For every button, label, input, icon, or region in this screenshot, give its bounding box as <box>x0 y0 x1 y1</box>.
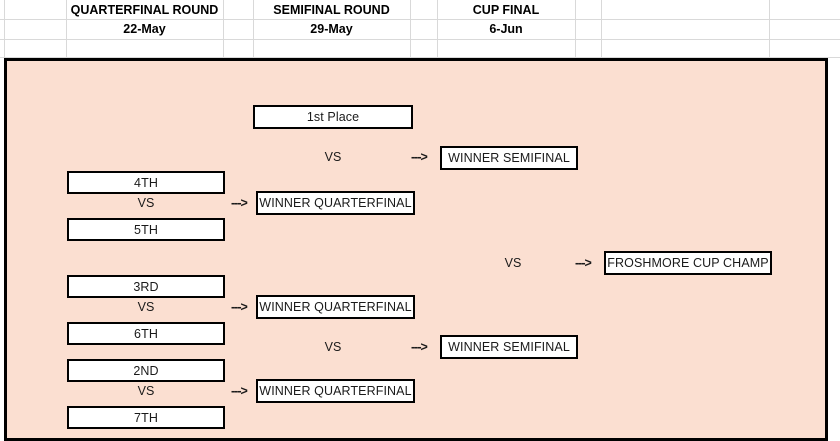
arrow-icon-semifinal-2: ---> <box>411 340 428 354</box>
gridline-vertical <box>437 0 438 58</box>
vs-label-quarterfinal-3: VS <box>137 384 155 398</box>
header-title-cup-final: CUP FINAL <box>472 3 540 17</box>
seed-box-qf2-bottom[interactable]: 6TH <box>67 322 225 345</box>
arrow-icon-quarterfinal-1: ---> <box>231 196 248 210</box>
vs-label-quarterfinal-2: VS <box>137 300 155 314</box>
seed-box-qf3-top[interactable]: 2ND <box>67 359 225 382</box>
arrow-icon-quarterfinal-3: ---> <box>231 384 248 398</box>
vs-label-semifinal-2: VS <box>324 340 342 354</box>
header-date-semifinal: 29-May <box>310 22 353 36</box>
seed-box-first-place[interactable]: 1st Place <box>253 105 413 129</box>
winner-box-quarterfinal-3[interactable]: WINNER QUARTERFINAL <box>256 379 415 403</box>
seed-box-qf3-bottom[interactable]: 7TH <box>67 406 225 429</box>
seed-box-qf1-bottom[interactable]: 5TH <box>67 218 225 241</box>
gridline-vertical <box>66 0 67 58</box>
header-date-quarterfinal: 22-May <box>123 22 166 36</box>
vs-label-cup-final: VS <box>504 256 522 270</box>
gridline-vertical <box>410 0 411 58</box>
gridline-vertical <box>769 0 770 58</box>
arrow-icon-cup-final: ---> <box>575 256 592 270</box>
gridline-horizontal <box>0 57 840 58</box>
arrow-icon-quarterfinal-2: ---> <box>231 300 248 314</box>
gridline-vertical <box>223 0 224 58</box>
vs-label-quarterfinal-1: VS <box>137 196 155 210</box>
winner-box-quarterfinal-2[interactable]: WINNER QUARTERFINAL <box>256 295 415 319</box>
winner-box-semifinal-2[interactable]: WINNER SEMIFINAL <box>440 335 578 359</box>
winner-box-champion[interactable]: FROSHMORE CUP CHAMP <box>604 251 772 275</box>
seed-box-qf1-top[interactable]: 4TH <box>67 171 225 194</box>
bracket-panel: 1st Place VS ---> WINNER SEMIFINAL 4TH V… <box>4 58 828 441</box>
gridline-vertical <box>601 0 602 58</box>
gridline-horizontal <box>0 19 840 20</box>
header-title-semifinal: SEMIFINAL ROUND <box>273 3 390 17</box>
gridline-horizontal <box>0 39 840 40</box>
header-title-quarterfinal: QUARTERFINAL ROUND <box>70 3 219 17</box>
gridline-vertical <box>4 0 5 58</box>
header-date-cup-final: 6-Jun <box>489 22 523 36</box>
seed-box-qf2-top[interactable]: 3RD <box>67 275 225 298</box>
winner-box-quarterfinal-1[interactable]: WINNER QUARTERFINAL <box>256 191 415 215</box>
header-grid: QUARTERFINAL ROUND 22-May SEMIFINAL ROUN… <box>0 0 840 58</box>
winner-box-semifinal-1[interactable]: WINNER SEMIFINAL <box>440 146 578 170</box>
gridline-vertical <box>253 0 254 58</box>
gridline-vertical <box>575 0 576 58</box>
arrow-icon-semifinal-1: ---> <box>411 150 428 164</box>
vs-label-semifinal-1: VS <box>324 150 342 164</box>
